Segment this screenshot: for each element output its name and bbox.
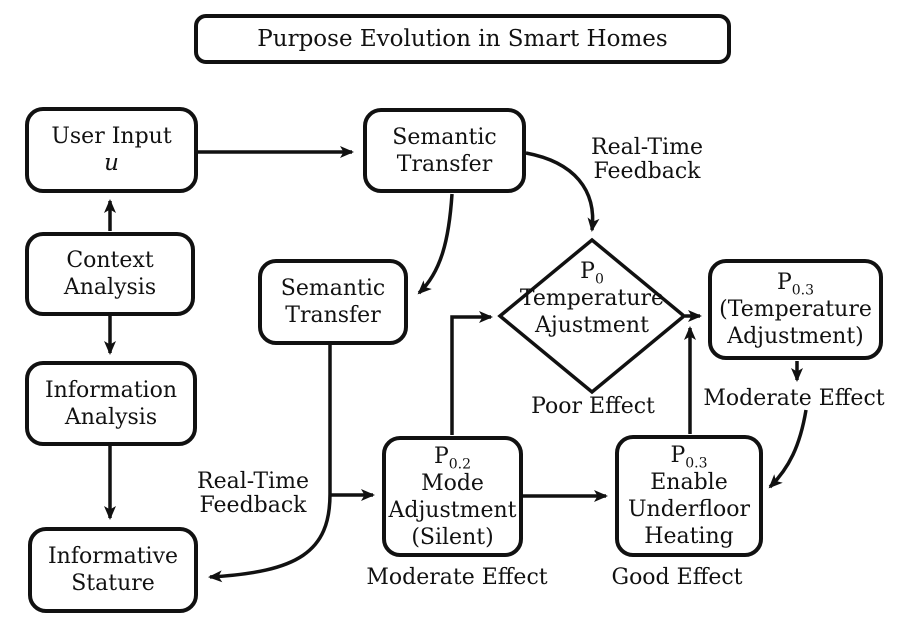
p03-temperature-line1: (Temperature: [719, 297, 872, 322]
information-analysis-line1: Information: [44, 377, 178, 403]
semantic-transfer-top-line2: Transfer: [396, 151, 493, 177]
node-context-analysis: Context Analysis: [25, 232, 195, 316]
decision-p0-line2: Ajustment: [535, 313, 649, 338]
semantic-transfer-mid-line1: Semantic: [280, 276, 386, 301]
node-user-input: User Input u: [25, 107, 198, 193]
label-realtime-feedback-left: Real-Time Feedback: [197, 469, 309, 518]
p02-mode-line2: Adjustment: [388, 497, 517, 523]
edge-modeadjustment-to-decision: [450, 311, 493, 435]
p03-heating-line1: Enable: [650, 470, 728, 495]
semantic-transfer-mid-line2: Transfer: [285, 303, 381, 328]
information-analysis-line2: Analysis: [64, 404, 158, 430]
decision-diamond-shape: [497, 237, 687, 395]
decision-p0-symbol: P0: [580, 259, 604, 288]
informative-stature-line1: Informative: [47, 544, 179, 569]
p03-heating-line2: Underfloor: [627, 497, 750, 522]
decision-p0-line1: Temperature: [519, 286, 665, 311]
node-information-analysis: Information Analysis: [25, 361, 197, 446]
edge-semtransfer-to-decision: [525, 151, 600, 232]
node-decision-p0: P0 Temperature Ajustment: [500, 258, 684, 339]
context-analysis-line2: Analysis: [63, 275, 157, 300]
label-good-effect: Good Effect: [611, 565, 743, 590]
node-p03-temperature: P0.3 (Temperature Adjustment): [708, 259, 883, 360]
p03-temperature-line2: Adjustment): [727, 324, 864, 349]
page-title: Purpose Evolution in Smart Homes: [257, 26, 668, 52]
p03-temperature-symbol: P0.3: [776, 270, 815, 299]
informative-stature-line2: Stature: [71, 571, 155, 596]
label-poor-effect: Poor Effect: [531, 394, 655, 419]
p02-mode-line3: (Silent): [411, 524, 494, 550]
p03-heating-line3: Heating: [644, 524, 734, 549]
user-input-symbol: u: [104, 150, 119, 176]
p02-mode-symbol: P0.2: [433, 443, 472, 472]
context-analysis-line1: Context: [66, 248, 154, 273]
p02-mode-line1: Mode: [421, 470, 484, 496]
node-informative-stature: Informative Stature: [28, 527, 198, 613]
edge-feedback-to-stature: [208, 493, 332, 583]
node-semantic-transfer-top: Semantic Transfer: [363, 108, 526, 193]
semantic-transfer-top-line1: Semantic: [392, 124, 497, 150]
label-moderate-effect-bottom: Moderate Effect: [366, 565, 548, 590]
label-moderate-effect-right: Moderate Effect: [703, 386, 885, 411]
user-input-label: User Input: [51, 124, 172, 149]
node-p02-mode-adjustment: P0.2 Mode Adjustment (Silent): [382, 436, 523, 557]
edge-semtransfer-to-semtransfer: [417, 193, 454, 295]
label-realtime-feedback-top: Real-Time Feedback: [591, 135, 703, 184]
title-box: Purpose Evolution in Smart Homes: [194, 14, 731, 64]
node-p03-underfloor-heating: P0.3 Enable Underfloor Heating: [615, 435, 763, 557]
p03-heating-symbol: P0.3: [670, 443, 708, 472]
node-semantic-transfer-mid: Semantic Transfer: [258, 259, 408, 345]
edge-moderate-to-heating: [768, 409, 808, 489]
